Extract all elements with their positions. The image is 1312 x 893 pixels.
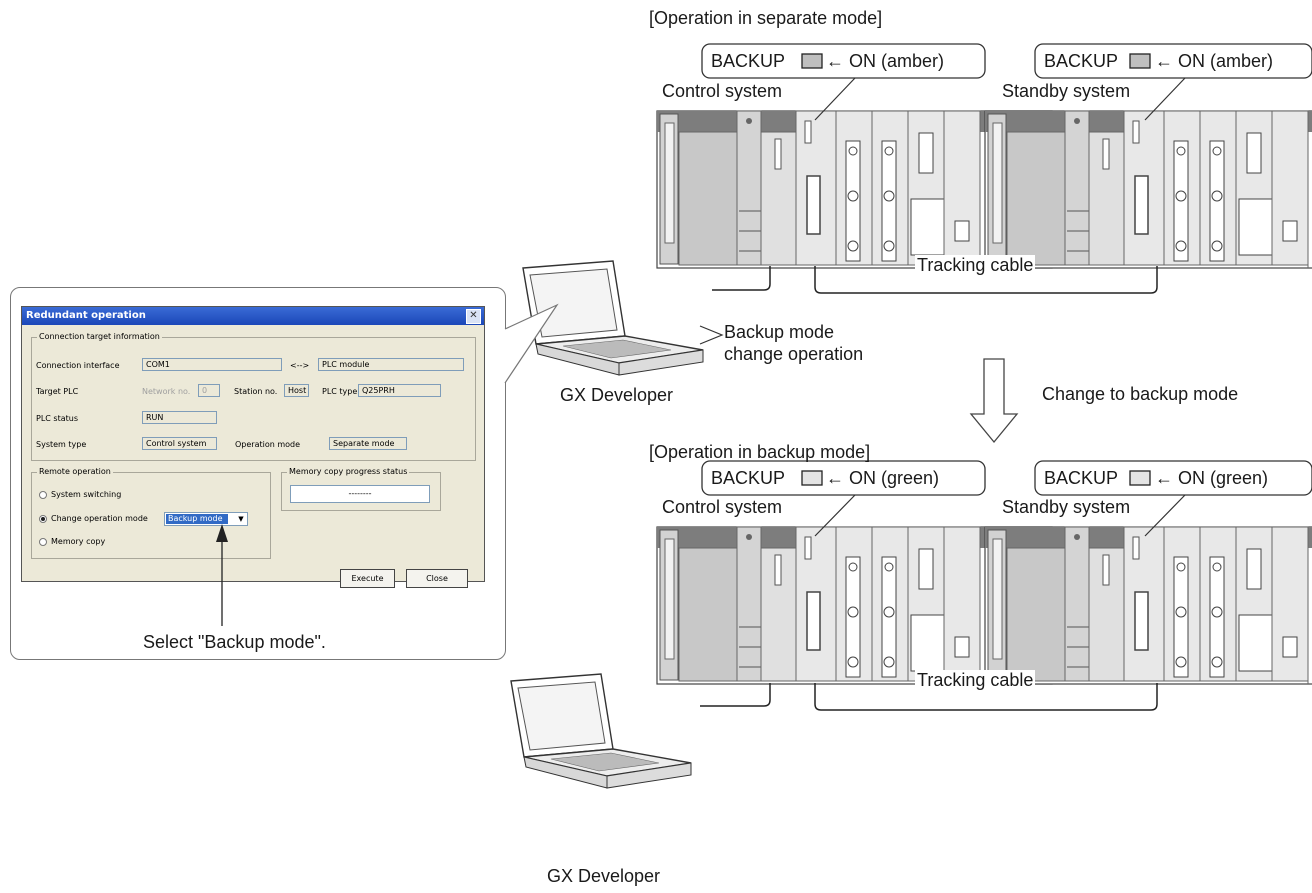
operation-mode-select-value: Backup mode — [166, 514, 228, 524]
operation-mode-select[interactable]: Backup mode ▼ — [164, 512, 248, 526]
control-system-label-bottom: Control system — [662, 497, 783, 517]
plc-type-field: Q25PRH — [358, 384, 441, 397]
separate-mode-header: [Operation in separate mode] — [649, 8, 883, 28]
station-no-field: Host — [284, 384, 309, 397]
backup-mode-change-line1: Backup mode — [724, 322, 835, 342]
gx-developer-label-top: GX Developer — [560, 385, 674, 405]
standby-system-label-bottom: Standby system — [1002, 497, 1131, 517]
backup-label-control-top: BACKUP — [711, 51, 786, 71]
memory-copy-progress-field: -------- — [290, 485, 430, 503]
radio-memory-copy[interactable] — [39, 538, 47, 546]
backup-mode-change-line2: change operation — [724, 344, 864, 364]
tracking-cable-label-bottom: Tracking cable — [915, 670, 1036, 691]
target-plc-label: Target PLC — [36, 387, 79, 396]
connection-interface-field: COM1 — [142, 358, 282, 371]
on-amber-standby: ← ON (amber) — [1155, 51, 1274, 71]
operation-mode-field: Separate mode — [329, 437, 407, 450]
gx-developer-label-bottom: GX Developer — [547, 866, 661, 886]
redundant-operation-dialog: Redundant operation ✕ Connection target … — [21, 306, 485, 588]
on-green-standby: ← ON (green) — [1155, 468, 1269, 488]
connection-target-group: Connection target information — [31, 332, 476, 461]
on-amber-control: ← ON (amber) — [826, 51, 945, 71]
system-switching-label: System switching — [51, 490, 122, 499]
connection-interface-label: Connection interface — [36, 361, 120, 370]
dialog-title-bar: Redundant operation ✕ — [22, 307, 484, 325]
remote-operation-group: Remote operation — [31, 467, 271, 559]
connection-arrow: <--> — [290, 361, 310, 370]
radio-system-switching[interactable] — [39, 491, 47, 499]
backup-mode-header: [Operation in backup mode] — [649, 442, 871, 462]
network-no-label: Network no. — [142, 387, 191, 396]
radio-change-operation-mode[interactable] — [39, 515, 47, 523]
control-system-label-top: Control system — [662, 81, 783, 101]
tracking-cable-label-top: Tracking cable — [915, 255, 1036, 276]
system-type-field: Control system — [142, 437, 217, 450]
standby-system-label-top: Standby system — [1002, 81, 1131, 101]
system-type-label: System type — [36, 440, 87, 449]
remote-operation-group-title: Remote operation — [37, 467, 113, 476]
execute-button[interactable]: Execute — [340, 569, 395, 588]
change-to-backup-label: Change to backup mode — [1042, 384, 1239, 404]
plc-status-label: PLC status — [36, 414, 78, 423]
select-backup-mode-note: Select "Backup mode". — [143, 632, 326, 652]
backup-label-standby-bottom: BACKUP — [1044, 468, 1119, 488]
on-green-control: ← ON (green) — [826, 468, 940, 488]
close-icon[interactable]: ✕ — [466, 309, 481, 324]
memory-copy-label: Memory copy — [51, 537, 106, 546]
plc-status-field: RUN — [142, 411, 217, 424]
operation-mode-label: Operation mode — [235, 440, 301, 449]
backup-label-standby-top: BACKUP — [1044, 51, 1119, 71]
close-button[interactable]: Close — [406, 569, 468, 588]
network-no-field: 0 — [198, 384, 220, 397]
station-no-label: Station no. — [234, 387, 278, 396]
connection-target-group-title: Connection target information — [37, 332, 162, 341]
backup-label-control-bottom: BACKUP — [711, 468, 786, 488]
dialog-title: Redundant operation — [26, 310, 146, 321]
connection-target-field: PLC module — [318, 358, 464, 371]
change-operation-mode-label: Change operation mode — [51, 514, 148, 523]
memory-copy-progress-group: Memory copy progress status — [281, 467, 441, 511]
memory-copy-progress-title: Memory copy progress status — [287, 467, 410, 476]
chevron-down-icon[interactable]: ▼ — [238, 515, 244, 523]
plc-type-label: PLC type — [322, 387, 358, 396]
